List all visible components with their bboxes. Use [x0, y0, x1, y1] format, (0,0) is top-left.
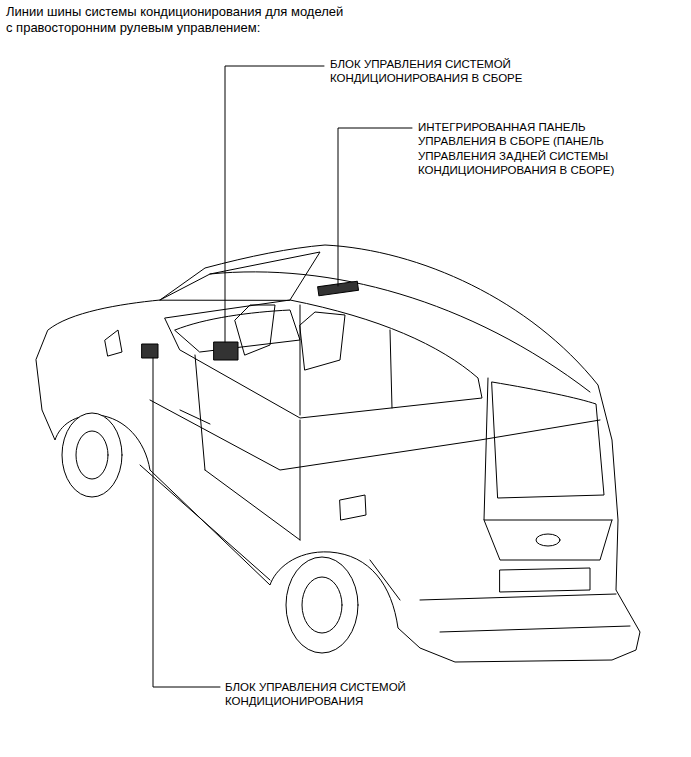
leader-line — [338, 128, 412, 286]
rear-glass — [492, 382, 604, 498]
rear-hub — [302, 577, 342, 633]
seat — [300, 312, 345, 370]
emblem — [536, 534, 560, 546]
sliding-door — [195, 355, 300, 540]
rear-bumper — [420, 594, 630, 632]
part-label: БЛОК УПРАВЛЕНИЯ СИСТЕМОЙ КОНДИЦИОНИРОВАН… — [330, 57, 550, 86]
van-body — [36, 245, 640, 662]
leader-line — [225, 66, 324, 342]
tailgate — [484, 378, 612, 520]
leader-line — [153, 358, 220, 687]
ac-control-assembly — [214, 342, 238, 360]
side-windows — [165, 300, 482, 418]
part-label: ИНТЕГРИРОВАННАЯ ПАНЕЛЬ УПРАВЛЕНИЯ В СБОР… — [418, 120, 653, 178]
ac-control-unit — [142, 344, 158, 358]
front-wheel — [62, 413, 122, 497]
side-mirror — [105, 330, 122, 356]
seat — [235, 305, 275, 355]
rear-lamp — [484, 520, 612, 560]
rear-wheel — [286, 557, 358, 653]
diagram-title: Линии шины системы кондиционирования для… — [6, 4, 346, 37]
part-label: БЛОК УПРАВЛЕНИЯ СИСТЕМОЙ КОНДИЦИОНИРОВАН… — [225, 680, 445, 709]
side-sill — [140, 465, 400, 600]
front-hub — [76, 431, 108, 479]
window-pillar — [300, 305, 392, 415]
door-handle — [180, 410, 210, 424]
windshield — [160, 252, 320, 300]
fuel-lid — [340, 495, 366, 520]
belt-line — [150, 400, 600, 470]
license-plate — [500, 568, 590, 592]
